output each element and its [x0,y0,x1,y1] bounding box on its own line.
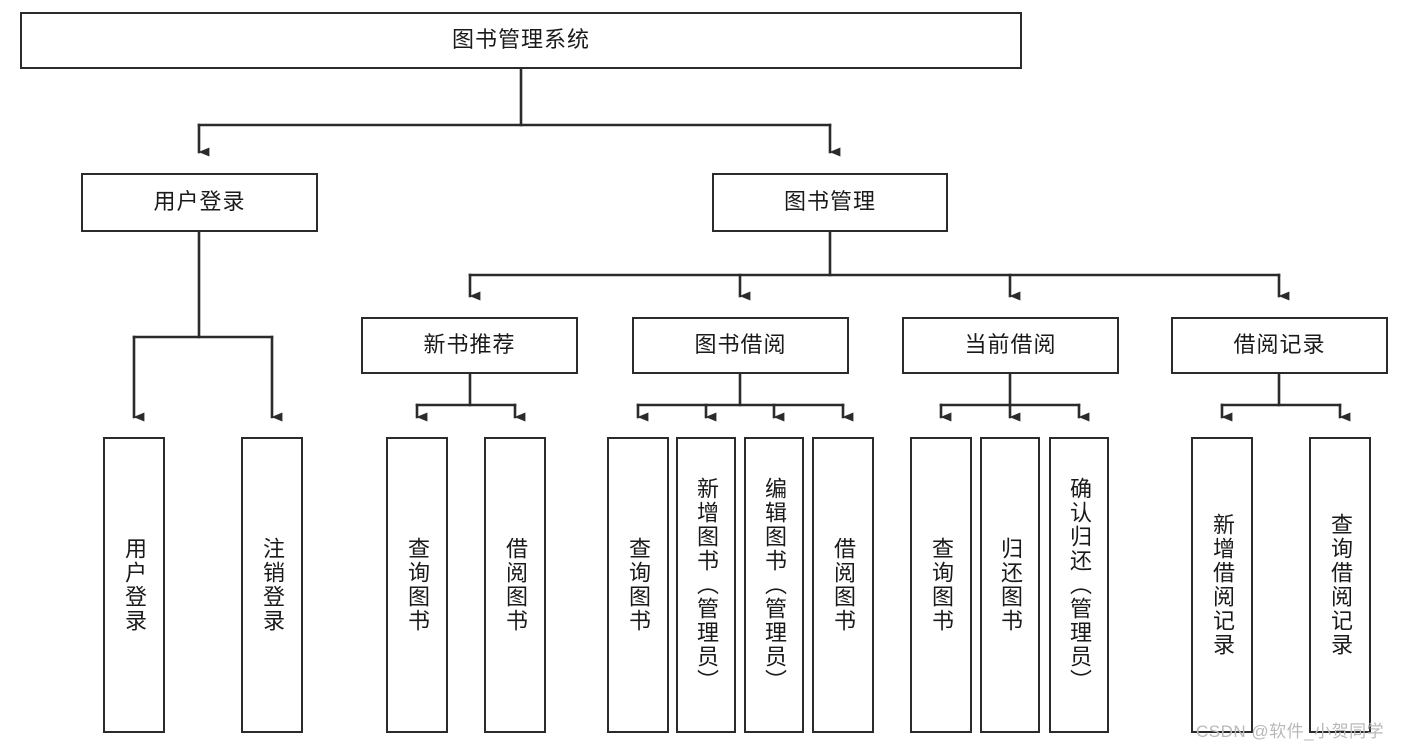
node-new-book-recommend-label: 新书推荐 [423,332,516,358]
csdn-watermark: CSDN @软件_小贺同学 [1196,722,1385,741]
node-leaf-borrow-book-2[interactable]: 借阅图书 [812,437,874,733]
node-borrow-record-label: 借阅记录 [1233,332,1326,358]
node-leaf-query-record[interactable]: 查询借阅记录 [1309,437,1371,733]
node-book-management[interactable]: 图书管理 [712,173,948,232]
node-leaf-borrow-book-1[interactable]: 借阅图书 [484,437,546,733]
node-leaf-user-login[interactable]: 用户登录 [103,437,165,733]
node-book-management-label: 图书管理 [783,189,876,215]
node-leaf-edit-book-label: 编辑图书（管理员） [761,477,787,693]
node-leaf-add-record[interactable]: 新增借阅记录 [1191,437,1253,733]
node-leaf-return-book-label: 归还图书 [997,537,1023,633]
node-leaf-add-book-label: 新增图书（管理员） [693,477,719,693]
node-leaf-borrow-book-1-label: 借阅图书 [502,537,528,633]
node-user-login[interactable]: 用户登录 [81,173,318,232]
node-book-borrow[interactable]: 图书借阅 [632,317,849,374]
node-leaf-query-book-1-label: 查询图书 [404,537,430,633]
node-root-label: 图书管理系统 [451,27,590,53]
node-new-book-recommend[interactable]: 新书推荐 [361,317,578,374]
node-leaf-user-logout[interactable]: 注销登录 [241,437,303,733]
node-leaf-query-book-2[interactable]: 查询图书 [607,437,669,733]
node-leaf-edit-book[interactable]: 编辑图书（管理员） [744,437,804,733]
node-book-borrow-label: 图书借阅 [694,332,787,358]
node-leaf-query-book-1[interactable]: 查询图书 [386,437,448,733]
node-leaf-query-book-2-label: 查询图书 [625,537,651,633]
node-borrow-record[interactable]: 借阅记录 [1171,317,1388,374]
node-current-borrow[interactable]: 当前借阅 [902,317,1119,374]
node-leaf-user-login-label: 用户登录 [121,537,147,633]
node-leaf-add-book[interactable]: 新增图书（管理员） [676,437,736,733]
node-leaf-confirm-return[interactable]: 确认归还（管理员） [1049,437,1109,733]
node-current-borrow-label: 当前借阅 [964,332,1057,358]
node-root[interactable]: 图书管理系统 [20,12,1022,69]
node-leaf-query-book-3-label: 查询图书 [928,537,954,633]
node-leaf-add-record-label: 新增借阅记录 [1209,513,1235,657]
node-leaf-borrow-book-2-label: 借阅图书 [830,537,856,633]
node-leaf-query-book-3[interactable]: 查询图书 [910,437,972,733]
node-user-login-label: 用户登录 [153,189,246,215]
node-leaf-return-book[interactable]: 归还图书 [980,437,1040,733]
node-leaf-user-logout-label: 注销登录 [259,537,285,633]
node-leaf-query-record-label: 查询借阅记录 [1327,513,1353,657]
node-leaf-confirm-return-label: 确认归还（管理员） [1066,477,1092,693]
